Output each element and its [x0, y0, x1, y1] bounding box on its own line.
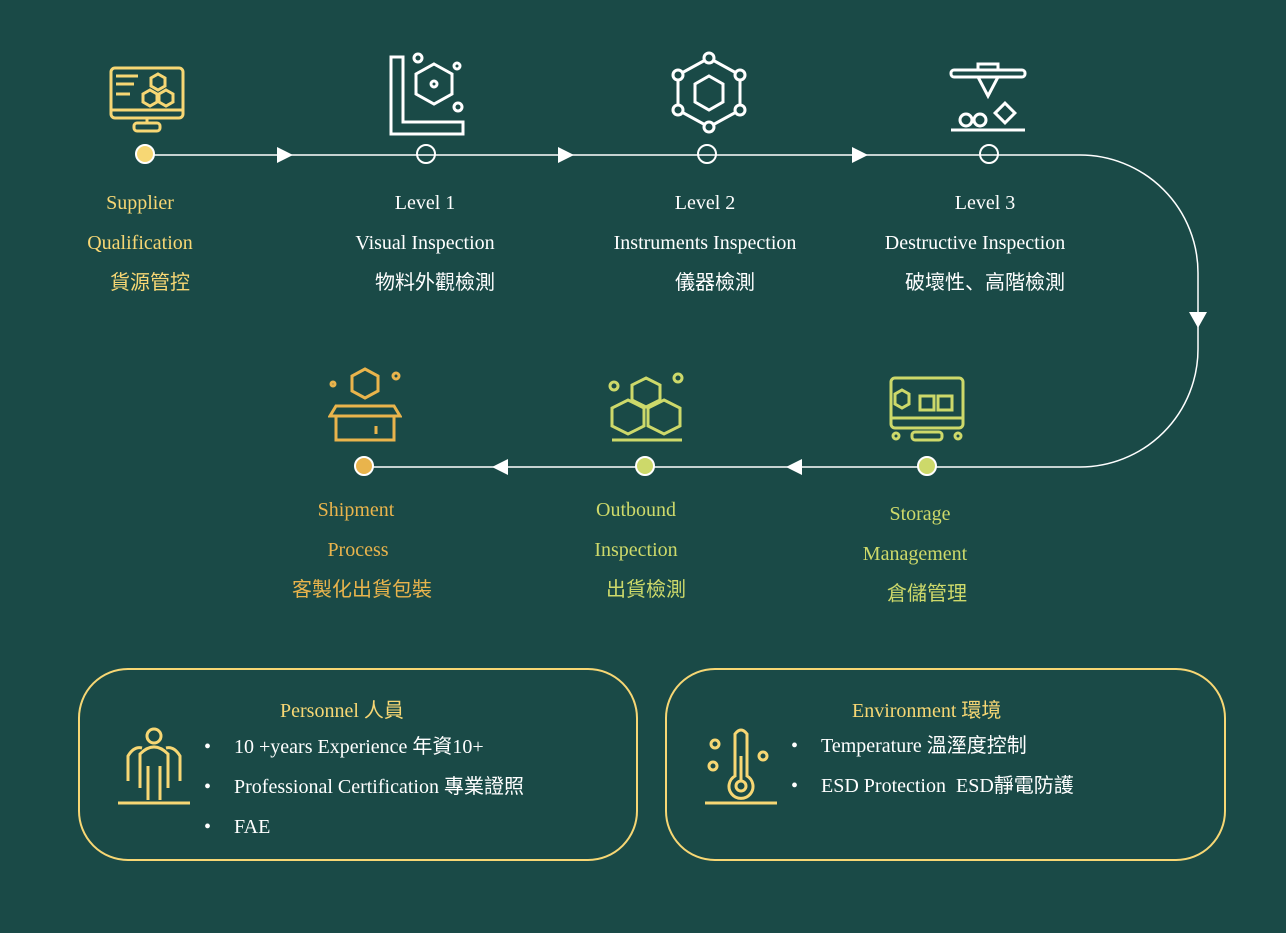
step-subtitle: Visual Inspection	[355, 232, 495, 254]
step-title: Level 1	[394, 192, 456, 214]
step-title: Outbound	[596, 499, 676, 521]
step-subtitle: Destructive Inspection	[884, 232, 1066, 254]
step-title: Supplier	[106, 192, 174, 214]
step-subtitle: Instruments Inspection	[613, 232, 797, 254]
step-subtitle: Process	[327, 539, 389, 561]
bullet: •	[791, 775, 799, 797]
open-box-icon	[328, 367, 402, 442]
step-title: Shipment	[317, 499, 395, 521]
step-dot-shipment	[354, 456, 374, 476]
step-zh: 貨源管控	[110, 272, 190, 294]
monitor-hexagon-icon	[109, 66, 185, 133]
list-item: • FAE	[204, 807, 524, 847]
personnel-card: Personnel 人員 • 10 +years Experience 年資10+…	[78, 668, 638, 861]
step-title: Level 3	[954, 192, 1016, 214]
personnel-list: • 10 +years Experience 年資10+ • Professiona…	[204, 727, 524, 847]
arrow-down-icon	[1189, 312, 1207, 328]
thermometer-icon	[705, 728, 777, 805]
step-dot-level1	[416, 144, 436, 164]
step-dot-storage	[917, 456, 937, 476]
item-text: FAE	[234, 816, 271, 838]
bullet: •	[204, 736, 212, 758]
item-text: ESD Protection ESD靜電防護	[821, 775, 1074, 797]
bullet: •	[204, 816, 212, 838]
step-zh: 客製化出貨包裝	[292, 579, 432, 601]
list-item: • Professional Certification 專業證照	[204, 767, 524, 807]
arrow-right-icon	[277, 147, 293, 163]
step-subtitle: Inspection	[594, 539, 678, 561]
personnel-title: Personnel 人員	[280, 700, 404, 722]
item-text: Professional Certification 專業證照	[234, 776, 524, 798]
step-label-level2: Level 2 Instruments Inspection 儀器檢測	[570, 183, 850, 303]
flow-path	[146, 147, 1207, 475]
step-label-level3: Level 3 Destructive Inspection 破壞性、高階檢測	[845, 183, 1105, 303]
list-item: • ESD Protection ESD靜電防護	[791, 766, 1074, 806]
step-title: Storage	[889, 503, 951, 525]
step-subtitle: Qualification	[87, 232, 193, 254]
step-subtitle: Management	[862, 543, 968, 565]
environment-title: Environment 環境	[852, 700, 1002, 722]
step-dot-level3	[979, 144, 999, 164]
arrow-right-icon	[852, 147, 868, 163]
arrow-right-icon	[558, 147, 574, 163]
stacked-boxes-icon	[608, 372, 684, 442]
step-label-level1: Level 1 Visual Inspection 物料外觀檢測	[305, 183, 545, 303]
step-dot-level2	[697, 144, 717, 164]
step-zh: 儀器檢測	[675, 272, 755, 294]
step-zh: 出貨檢測	[606, 579, 686, 601]
bullet: •	[791, 735, 799, 757]
step-zh: 物料外觀檢測	[375, 272, 495, 294]
bullet: •	[204, 776, 212, 798]
step-zh: 破壞性、高階檢測	[905, 272, 1065, 294]
arrow-left-icon	[786, 459, 802, 475]
team-people-icon	[118, 727, 190, 805]
list-item: • Temperature 溫溼度控制	[791, 726, 1074, 766]
environment-card: Environment 環境 • Temperature 溫溼度控制 • ESD P…	[665, 668, 1226, 861]
arrow-left-icon	[492, 459, 508, 475]
step-dot-outbound	[635, 456, 655, 476]
network-cube-icon	[671, 51, 747, 134]
item-text: Temperature 溫溼度控制	[821, 735, 1027, 757]
monitor-boxes-icon	[889, 376, 965, 442]
step-dot-supplier	[135, 144, 155, 164]
step-title: Level 2	[674, 192, 736, 214]
ruler-cube-icon	[389, 52, 465, 136]
list-item: • 10 +years Experience 年資10+	[204, 727, 524, 767]
step-zh: 倉儲管理	[887, 583, 967, 605]
3d-printer-icon	[949, 62, 1027, 132]
item-text: 10 +years Experience 年資10+	[234, 736, 484, 758]
environment-list: • Temperature 溫溼度控制 • ESD Protection ESD靜電…	[791, 726, 1074, 806]
